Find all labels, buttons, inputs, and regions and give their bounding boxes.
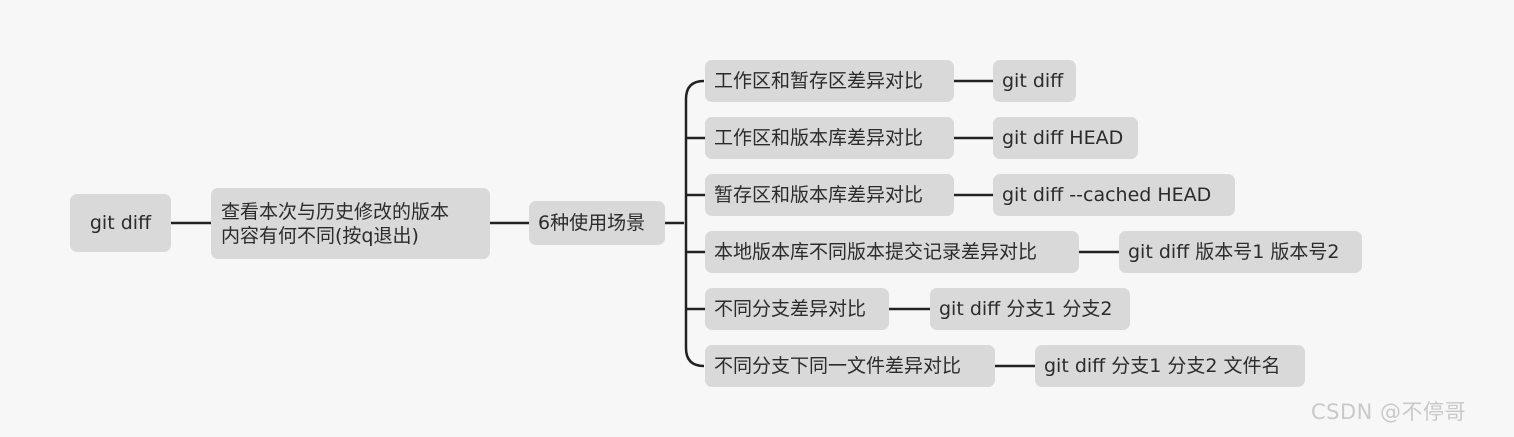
command-node-5[interactable]: git diff 分支1 分支2 [930,288,1130,330]
scenario-label-3: 暂存区和版本库差异对比 [714,184,924,206]
command-node-2[interactable]: git diff HEAD [993,117,1138,159]
command-node-3[interactable]: git diff --cached HEAD [993,174,1235,216]
watermark-text: CSDN @不停哥 [1311,400,1467,424]
scenario-label-5: 不同分支差异对比 [714,298,867,320]
command-label-4: git diff 版本号1 版本号2 [1128,241,1340,263]
description-line-2: 内容有何不同(按q退出) [221,224,419,247]
scenario-node-6[interactable]: 不同分支下同一文件差异对比 [705,345,995,387]
description-node[interactable]: 查看本次与历史修改的版本 内容有何不同(按q退出) [211,188,490,259]
scenario-node-1[interactable]: 工作区和暂存区差异对比 [705,60,954,102]
scenario-label-2: 工作区和版本库差异对比 [714,127,924,149]
command-node-6[interactable]: git diff 分支1 分支2 文件名 [1035,345,1305,387]
command-label-3: git diff --cached HEAD [1002,184,1212,206]
scenario-label-1: 工作区和暂存区差异对比 [714,70,924,92]
command-node-4[interactable]: git diff 版本号1 版本号2 [1119,231,1362,273]
root-node[interactable]: git diff [70,194,171,252]
scenarios-hub-label: 6种使用场景 [538,212,646,234]
description-line-1: 查看本次与历史修改的版本 [221,200,450,223]
scenario-node-2[interactable]: 工作区和版本库差异对比 [705,117,954,159]
command-label-5: git diff 分支1 分支2 [939,298,1113,320]
root-node-label: git diff [89,212,152,234]
command-label-1: git diff [1002,70,1064,92]
command-label-2: git diff HEAD [1002,127,1124,149]
command-node-1[interactable]: git diff [993,60,1076,102]
scenario-node-4[interactable]: 本地版本库不同版本提交记录差异对比 [705,231,1079,273]
scenario-node-5[interactable]: 不同分支差异对比 [705,288,889,330]
scenario-label-4: 本地版本库不同版本提交记录差异对比 [714,241,1038,263]
scenario-label-6: 不同分支下同一文件差异对比 [714,355,962,377]
scenarios-hub-node[interactable]: 6种使用场景 [529,201,665,245]
scenario-node-3[interactable]: 暂存区和版本库差异对比 [705,174,954,216]
command-label-6: git diff 分支1 分支2 文件名 [1044,355,1281,377]
edge-trunk [684,79,705,368]
